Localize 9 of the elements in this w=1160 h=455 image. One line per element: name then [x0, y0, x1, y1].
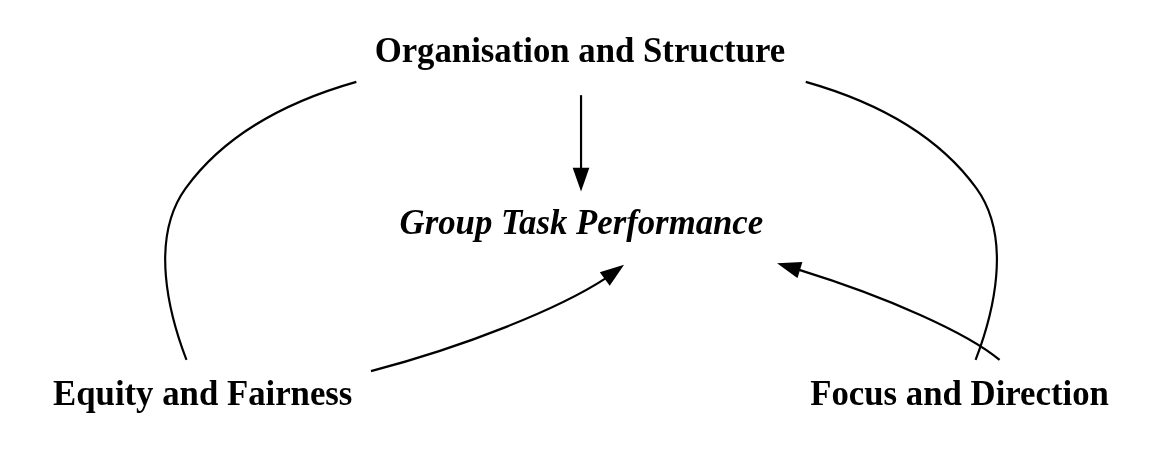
- node-text: Organisation and Structure: [374, 30, 785, 70]
- connector: [804, 80, 998, 361]
- node-text: Focus and Direction: [809, 374, 1109, 414]
- node-text: Equity and Fairness: [52, 374, 352, 414]
- node-text: Group Task Performance: [399, 202, 763, 242]
- arrow: [572, 95, 589, 192]
- arrow: [370, 264, 624, 373]
- connector: [163, 80, 357, 361]
- arrow: [776, 262, 1000, 361]
